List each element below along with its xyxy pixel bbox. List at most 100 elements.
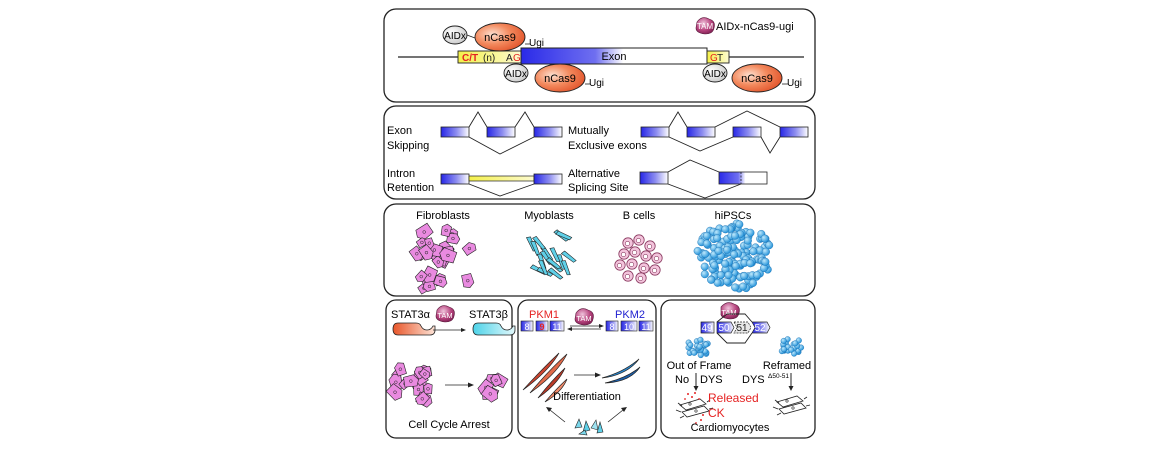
ncas9-label: nCas9 bbox=[484, 32, 516, 44]
pkm2-label: PKM2 bbox=[615, 309, 645, 321]
acceptor-n: (n) bbox=[483, 53, 495, 64]
ncas9-label: nCas9 bbox=[741, 73, 773, 85]
hipsc-cell bbox=[760, 234, 769, 243]
dys-reframed-label: DYS bbox=[742, 374, 765, 386]
reframed-label: Reframed bbox=[763, 360, 811, 372]
myoblast-cell bbox=[547, 267, 564, 280]
damaged-cardiomyocyte-icon bbox=[675, 392, 714, 424]
hipsc-cell bbox=[703, 341, 710, 348]
tam-molecule-icon bbox=[435, 305, 455, 323]
pkm1-exon-8: 8 bbox=[524, 322, 529, 332]
myoblast-cell bbox=[545, 257, 562, 270]
fibroblast-cell bbox=[461, 242, 477, 256]
myoblast-cell bbox=[560, 250, 577, 263]
donor-t: T bbox=[717, 53, 723, 64]
aidx-domain bbox=[503, 63, 529, 83]
fibroblast-cell bbox=[480, 384, 498, 403]
fibroblast-cell bbox=[422, 280, 436, 292]
fibroblast-cluster-before-icon bbox=[385, 362, 433, 408]
hipsc-cell bbox=[697, 352, 704, 359]
hipsc-cell bbox=[731, 283, 740, 292]
ncas9-domain bbox=[474, 22, 526, 52]
editor-complex-bottom-right: AIDx nCas9 Ugi bbox=[702, 63, 802, 93]
hipsc-cell bbox=[693, 246, 702, 255]
fibroblast-cell bbox=[433, 275, 448, 288]
hipsc-cell bbox=[714, 246, 723, 255]
aidx-label: AIDx bbox=[444, 31, 466, 42]
tam-legend: TAM AIDx-nCas9-ugi bbox=[695, 17, 794, 35]
stat3b-protein-icon bbox=[472, 322, 516, 336]
myoblast-source-icon bbox=[574, 418, 604, 436]
dmd-exon-50: 50 bbox=[718, 323, 730, 334]
pkm1-label: PKM1 bbox=[529, 309, 559, 321]
hipsc-cell bbox=[735, 220, 744, 229]
hipsc-cell bbox=[788, 346, 795, 353]
pkm1-exon-9: 9 bbox=[539, 322, 544, 332]
hipsc-cell bbox=[739, 282, 748, 291]
fibroblast-cell bbox=[431, 255, 444, 269]
out-of-frame-label: Out of Frame bbox=[667, 360, 732, 372]
down-arrow-icon bbox=[693, 386, 699, 391]
b-cell-cluster-icon bbox=[614, 234, 663, 284]
hipsc-cell bbox=[702, 231, 711, 240]
no-label: No bbox=[675, 374, 689, 386]
myoblast-cell bbox=[555, 230, 573, 241]
stat3a-protein-icon bbox=[392, 322, 436, 336]
hipsc-cell bbox=[730, 250, 739, 259]
fibroblast-cell bbox=[403, 374, 419, 388]
dmd-exon-52: 52 bbox=[754, 323, 766, 334]
tam-molecule-icon bbox=[574, 308, 594, 326]
hipsc-cell bbox=[761, 247, 770, 256]
fibroblast-cell bbox=[418, 244, 434, 261]
ugi-label: Ugi bbox=[787, 78, 802, 89]
dys-label: DYS bbox=[700, 374, 723, 386]
differentiation-caption: Differentiation bbox=[553, 391, 621, 403]
pkm2-exon-8: 8 bbox=[609, 322, 614, 332]
hipsc-cell bbox=[792, 340, 799, 347]
hipsc-cell bbox=[721, 259, 730, 268]
editor-complex-bottom-left: AIDx nCas9 Ugi bbox=[503, 63, 604, 93]
editor-complex-top: AIDx nCas9 Ugi bbox=[442, 22, 544, 52]
stat3a-label: STAT3α bbox=[391, 309, 431, 321]
donor-g: G bbox=[710, 53, 718, 64]
ugi-label: Ugi bbox=[589, 78, 604, 89]
tam-molecule-icon bbox=[695, 17, 715, 35]
alt-splicing-label-1: Alternative bbox=[568, 168, 620, 180]
splice-donor-box bbox=[706, 50, 730, 64]
hipsc-colony-small-icon bbox=[685, 336, 711, 359]
hipsc-cell bbox=[702, 239, 711, 248]
tam-label: TAM bbox=[576, 314, 591, 323]
panel-pkm: PKM1 PKM2 8 9 11 TAM 8 10 11 bbox=[517, 299, 657, 439]
myoblast-cell bbox=[549, 247, 561, 263]
ncas9-label: nCas9 bbox=[544, 73, 576, 85]
hipsc-cell bbox=[748, 278, 757, 287]
cell-type-myoblasts: Myoblasts bbox=[524, 210, 574, 222]
fibroblast-cell bbox=[394, 362, 407, 377]
fibroblast-cell bbox=[385, 383, 403, 401]
hipsc-cell bbox=[780, 337, 787, 344]
intron-retention-label-1: Intron bbox=[387, 168, 415, 180]
cell-cycle-arrest-caption: Cell Cycle Arrest bbox=[408, 419, 489, 431]
dmd-exon-51: 51 bbox=[736, 323, 748, 334]
panel-splicing-types: Exon Skipping Mutually Exclusive exons I… bbox=[383, 105, 816, 200]
panel-base-editing: TAM AIDx-nCas9-ugi C/T (n) A G Exon G T … bbox=[383, 8, 816, 103]
tam-label: TAM bbox=[437, 311, 452, 320]
hipsc-cell bbox=[721, 225, 730, 234]
fibroblast-cluster-icon bbox=[408, 222, 477, 295]
hipsc-cell bbox=[700, 262, 709, 271]
ck-label: CK bbox=[708, 406, 725, 420]
panel-dystrophin: TAM 49 50 51 52 Out of Frame Reframed No… bbox=[660, 299, 816, 439]
hipsc-cell bbox=[749, 247, 758, 256]
aidx-label: AIDx bbox=[505, 69, 527, 80]
down-arrow-icon bbox=[788, 386, 794, 391]
hipsc-cell bbox=[701, 249, 710, 258]
hipsc-cell bbox=[780, 346, 787, 353]
mutually-exclusive-label-2: Exclusive exons bbox=[568, 140, 647, 152]
pkm2-exon-track: 8 10 11 bbox=[605, 320, 654, 332]
ncas9-domain bbox=[534, 63, 586, 93]
hipsc-cell bbox=[687, 342, 694, 349]
hipsc-cell bbox=[724, 271, 733, 280]
hipsc-cell bbox=[743, 236, 752, 245]
tam-label: TAM bbox=[697, 22, 714, 31]
fibroblast-cell bbox=[423, 382, 433, 395]
